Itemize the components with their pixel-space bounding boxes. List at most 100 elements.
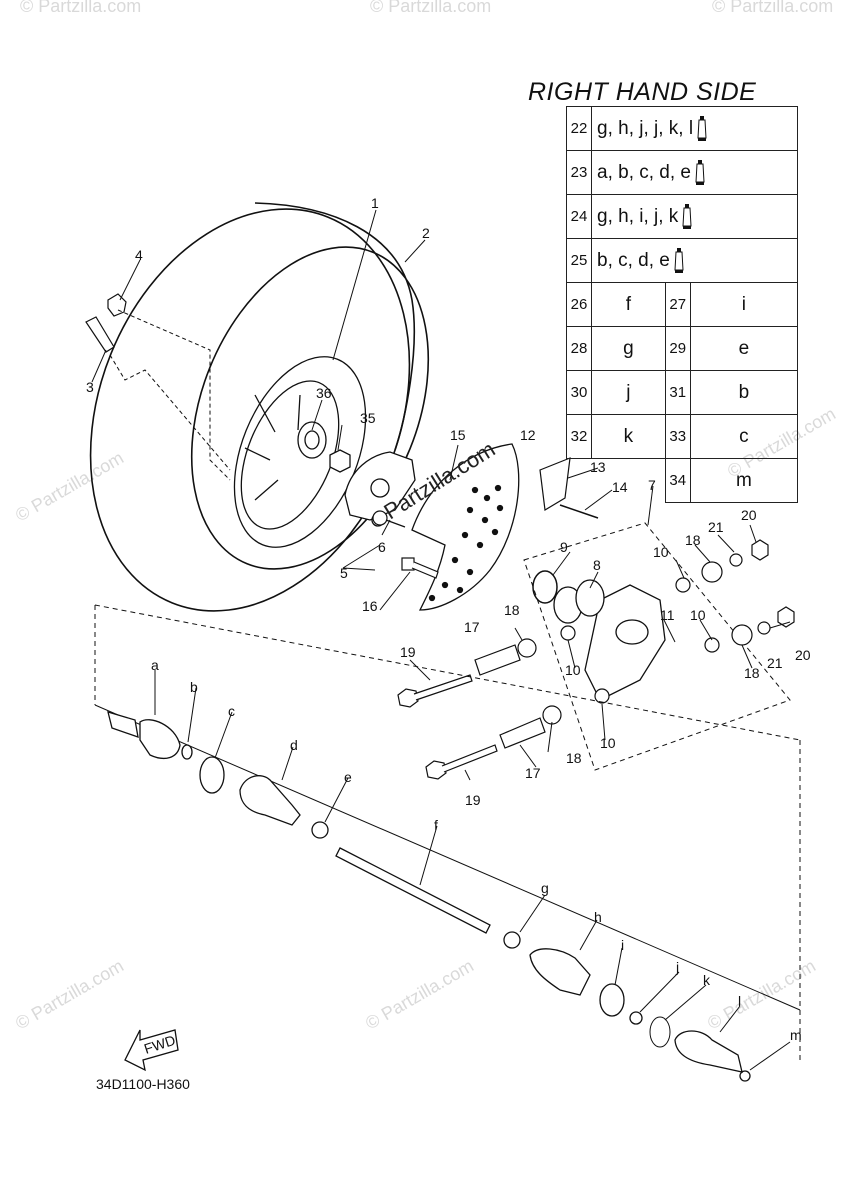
boot-h <box>529 948 591 996</box>
callout-18: 18 <box>566 750 582 766</box>
callout-9: 9 <box>560 539 568 555</box>
bearing-8 <box>553 579 605 624</box>
kit-pair-row: 30 j 31 b <box>566 370 799 415</box>
tire <box>89 202 430 612</box>
callout-10: 10 <box>653 544 669 560</box>
circlip-9 <box>532 570 558 604</box>
bolt-14 <box>559 504 599 519</box>
callout-4: 4 <box>135 247 143 263</box>
callout-17: 17 <box>464 619 480 635</box>
callout-12: 12 <box>520 427 536 443</box>
clip-b <box>181 744 193 760</box>
callout-l: l <box>738 993 741 1009</box>
cv-joint-inner <box>674 1030 743 1073</box>
watermark: © Partzilla.com <box>704 955 819 1033</box>
watermark: © Partzilla.com <box>12 447 127 525</box>
kit-pair-row: 34 m <box>567 458 799 503</box>
callout-m: m <box>790 1027 802 1043</box>
kit-table: 22 g, h, j, j, k, l 23 a, b, c, d, e 24 … <box>566 106 799 503</box>
callout-g: g <box>541 880 549 896</box>
watermark: © Partzilla.com <box>12 955 127 1033</box>
band-g <box>503 931 521 949</box>
callout-35: 35 <box>360 410 376 426</box>
kit-part: c <box>689 414 799 459</box>
kit-parts: g, h, j, j, k, l <box>591 106 798 151</box>
callout-17: 17 <box>525 765 541 781</box>
callout-18: 18 <box>504 602 520 618</box>
watermark: © Partzilla.com <box>712 0 833 16</box>
leader-lines <box>91 209 791 1071</box>
kit-row: 24 g, h, i, j, k <box>566 194 798 239</box>
callout-19: 19 <box>400 644 416 660</box>
callout-18: 18 <box>744 665 760 681</box>
callout-a: a <box>151 657 159 673</box>
callout-21: 21 <box>708 519 724 535</box>
kit-number: 34 <box>664 458 691 503</box>
wheel-nut <box>329 449 351 473</box>
diagram-code: 34D1100-H360 <box>96 1076 190 1092</box>
kit-parts-text: g, h, j, j, k, l <box>597 117 694 139</box>
kit-parts: g, h, i, j, k <box>591 194 798 239</box>
callout-13: 13 <box>590 459 606 475</box>
kit-part: i <box>689 282 799 327</box>
kit-number: 30 <box>566 370 592 415</box>
callout-20: 20 <box>741 507 757 523</box>
callout-c: c <box>228 703 235 719</box>
watermark: © Partzilla.com <box>362 955 477 1033</box>
callout-6: 6 <box>378 539 386 555</box>
band-i <box>599 983 625 1017</box>
kit-number: 29 <box>664 326 691 371</box>
callout-10: 10 <box>690 607 706 623</box>
cv-joint-outer <box>107 711 181 759</box>
kit-number: 23 <box>566 150 592 195</box>
kit-pair-row: 28 g 29 e <box>566 326 799 371</box>
callout-19: 19 <box>465 792 481 808</box>
callout-labels: 1 2 3 4 5 6 7 8 9 10 10 10 10 11 12 13 1… <box>86 195 811 1043</box>
grease-tube-icon <box>682 203 692 229</box>
kit-parts-text: b, c, d, e <box>597 249 670 271</box>
callout-10: 10 <box>565 662 581 678</box>
kit-pair-row: 26 f 27 i <box>566 282 799 327</box>
callout-8: 8 <box>593 557 601 573</box>
callout-20: 20 <box>795 647 811 663</box>
valve-stem <box>85 293 127 353</box>
callout-11: 11 <box>660 607 675 623</box>
callout-18: 18 <box>685 532 701 548</box>
driveshaft-frame <box>94 704 801 1011</box>
blank-cell <box>567 459 592 503</box>
callout-1: 1 <box>371 195 379 211</box>
kit-pair-row: 32 k 33 c <box>566 414 799 459</box>
callout-h: h <box>594 909 602 925</box>
clip-j <box>629 1011 643 1025</box>
callout-16: 16 <box>362 598 378 614</box>
callout-14: 14 <box>612 479 628 495</box>
kit-parts-text: a, b, c, d, e <box>597 161 691 183</box>
kit-number: 27 <box>664 282 691 327</box>
grease-tube-icon <box>697 115 707 141</box>
long-bolts <box>397 674 498 780</box>
kit-number: 26 <box>566 282 592 327</box>
callout-f: f <box>434 817 438 833</box>
clip-m <box>739 1070 751 1082</box>
wheel-rim <box>233 356 367 548</box>
watermark: © Partzilla.com <box>20 0 141 16</box>
kit-row: 23 a, b, c, d, e <box>566 150 798 195</box>
boot-d <box>239 775 301 826</box>
knuckle <box>584 584 666 701</box>
kit-part: e <box>689 326 799 371</box>
band-c <box>199 756 225 794</box>
grease-tube-icon <box>674 247 684 273</box>
driveshaft-dashed-frame <box>94 604 801 1060</box>
watermark: © Partzilla.com <box>370 0 491 16</box>
kit-number: 25 <box>566 238 592 283</box>
callout-3: 3 <box>86 379 94 395</box>
bolt-6 <box>372 510 406 528</box>
kit-number: 32 <box>566 414 592 459</box>
kit-part: j <box>591 370 666 415</box>
brake-disc <box>411 443 520 611</box>
kit-parts: b, c, d, e <box>591 238 798 283</box>
kit-number: 24 <box>566 194 592 239</box>
kit-number: 33 <box>664 414 691 459</box>
callout-i: i <box>621 937 624 953</box>
